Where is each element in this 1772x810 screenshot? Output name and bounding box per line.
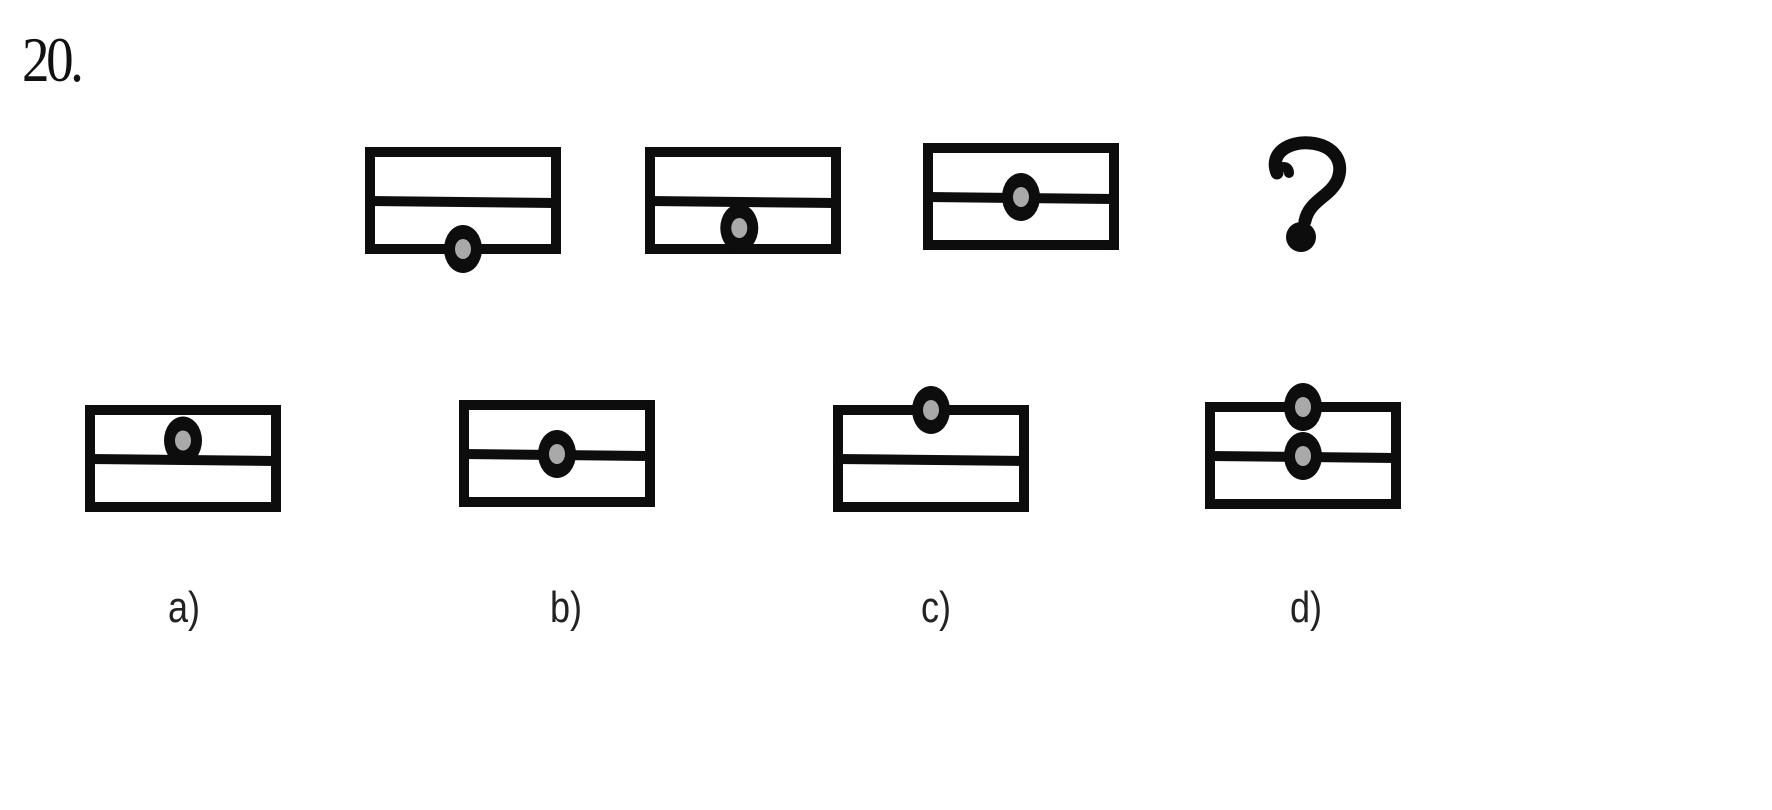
- option-d-figure[interactable]: [1204, 383, 1404, 535]
- dot-marker: [444, 225, 482, 273]
- option-c-figure[interactable]: [832, 386, 1032, 538]
- option-c-label[interactable]: c): [920, 583, 952, 632]
- frame-corner: [1110, 244, 1119, 250]
- question-number: 20.: [22, 24, 84, 95]
- frame-divider: [369, 196, 557, 208]
- dot-marker: [164, 416, 202, 465]
- frame-corner: [832, 248, 841, 254]
- frame-divider: [649, 196, 837, 208]
- option-a-label[interactable]: a): [167, 583, 201, 632]
- dot-marker: [1284, 383, 1322, 431]
- sequence-frame-3: [923, 143, 1119, 250]
- question-mark-icon: [1268, 136, 1347, 252]
- dot-marker: [1002, 173, 1040, 221]
- dot-marker: [720, 204, 759, 252]
- option-b-label[interactable]: b): [549, 583, 583, 632]
- sequence-frame-1: [365, 147, 561, 273]
- dot-marker: [912, 386, 950, 434]
- frame-corner: [646, 501, 655, 507]
- sequence-frame-2: [645, 147, 841, 254]
- option-d-label[interactable]: d): [1289, 583, 1323, 632]
- frame-corner: [1392, 503, 1401, 509]
- option-b-figure[interactable]: [458, 398, 658, 533]
- option-a-figure[interactable]: [84, 403, 284, 538]
- frame-corner: [272, 506, 281, 512]
- frame-divider: [837, 454, 1025, 466]
- frame-corner: [1020, 506, 1029, 512]
- dot-marker: [538, 430, 576, 478]
- frame-corner: [552, 248, 561, 254]
- dot-marker: [1284, 432, 1322, 480]
